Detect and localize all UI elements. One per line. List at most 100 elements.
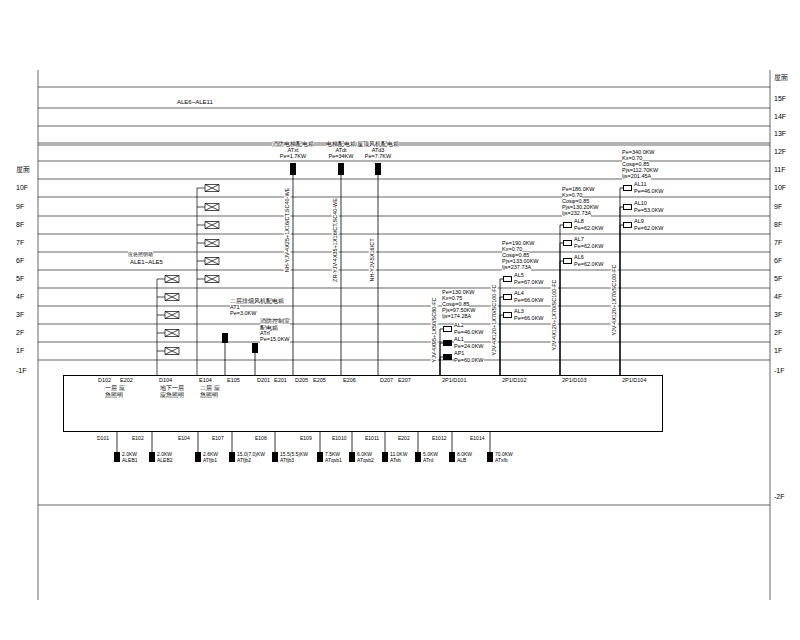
box-label: Pe=53.0KW bbox=[634, 207, 664, 214]
distribution-box: 电梯配电箱ATdtPe=34KW bbox=[338, 163, 344, 175]
box-label: AL11 bbox=[634, 181, 646, 188]
floor-label: 2F bbox=[16, 329, 24, 337]
box-label: AL4 bbox=[514, 290, 524, 297]
distribution-box: 8.0KWALB bbox=[449, 452, 455, 462]
box-label: AL6 bbox=[574, 254, 584, 261]
box-label: ALEB1 bbox=[122, 457, 138, 463]
feeder-line bbox=[117, 432, 118, 452]
feeder-line bbox=[293, 175, 294, 375]
feeder-line bbox=[500, 297, 503, 375]
distribution-box: AL5Pe=67.0KW bbox=[503, 276, 512, 282]
box-label: AL5 bbox=[514, 272, 524, 279]
distribution-box: 2.6KWATfjb1 bbox=[195, 452, 201, 462]
distribution-box: AL8Pe=62.0KW bbox=[563, 222, 572, 228]
feeder-line bbox=[620, 207, 623, 375]
box-label: Pe=7.7KW bbox=[365, 153, 391, 160]
box-label: Pe=62.0KW bbox=[574, 243, 604, 250]
circuit-number: D104 bbox=[159, 377, 172, 384]
floor-label: -2F bbox=[774, 493, 785, 501]
distribution-box: 消防控制室配电箱ATrfPe=15.0KW bbox=[252, 343, 258, 353]
box-label: Pe=34KW bbox=[329, 153, 354, 160]
floor-label: 6F bbox=[774, 257, 782, 265]
frame-line bbox=[38, 70, 770, 600]
distribution-box: AP1Pe=60.0KW bbox=[443, 354, 452, 360]
circuit-number: E107 bbox=[212, 435, 224, 441]
circuit-number: E105 bbox=[227, 377, 240, 384]
box-label: ATfjb3 bbox=[280, 457, 294, 463]
box-note: 应急照明箱 bbox=[128, 251, 153, 257]
load-calc: Ijs=232.73A bbox=[562, 210, 591, 217]
floor-label: 13F bbox=[774, 130, 786, 138]
circuit-number: D102 bbox=[98, 377, 111, 384]
box-label: AL8 bbox=[574, 218, 584, 225]
circuit-number: E108 bbox=[255, 435, 267, 441]
box-label: Pe=62.0KW bbox=[574, 261, 604, 268]
floor-line bbox=[38, 87, 770, 360]
cable-spec: YJV-4X95+1X50/SC80-FC bbox=[431, 298, 438, 363]
floor-label: -1F bbox=[16, 367, 27, 375]
distribution-box: 11.0KWATsb bbox=[382, 452, 388, 462]
box-label: AL1 bbox=[454, 336, 464, 343]
floor-label: 5F bbox=[16, 275, 24, 283]
feeder-line bbox=[440, 329, 443, 375]
lighting-box-symbol bbox=[165, 185, 219, 355]
floor-label: 屋面 bbox=[16, 166, 30, 174]
cable-spec: YJV-4X120+1X70/SC100-FC bbox=[491, 284, 498, 355]
circuit-number: 2P1/D103 bbox=[562, 377, 586, 384]
cable-spec: YJV-4X120+1X70/SC100-FC bbox=[611, 264, 618, 335]
box-label: AL2 bbox=[454, 322, 464, 329]
distribution-box: 消防电梯配电箱ATxtPe=1.7KW bbox=[290, 163, 296, 175]
box-label: AL3 bbox=[514, 308, 524, 315]
circuit-number: E201 bbox=[274, 377, 287, 384]
load-calc: Ijs=201.45A bbox=[622, 173, 651, 180]
cable-spec: ZR-YJV-4X35+1X16/CT,SC40-WE bbox=[332, 198, 339, 282]
box-label: Pe=3.0KW bbox=[230, 310, 256, 317]
circuit-number: E202 bbox=[120, 377, 133, 384]
box-label: Pe=1.7KW bbox=[280, 153, 306, 160]
floor-label: 9F bbox=[16, 203, 24, 211]
box-label: ATxfb bbox=[495, 457, 508, 463]
riser-line bbox=[157, 188, 205, 375]
circuit-number: 地下一层 应急照明 bbox=[160, 385, 188, 398]
feeder-line bbox=[620, 225, 623, 375]
feeder-line bbox=[452, 432, 453, 452]
feeder-line bbox=[232, 432, 233, 452]
distribution-box: 70.0KWATxfb bbox=[487, 452, 493, 462]
circuit-number: 2P1/D102 bbox=[502, 377, 526, 384]
floor-label: 1F bbox=[774, 347, 782, 355]
feeder-line bbox=[152, 432, 153, 452]
box-label: Pe=46.0KW bbox=[454, 329, 484, 336]
distribution-box: AL3Pe=66.0KW bbox=[503, 312, 512, 318]
feeder-line bbox=[490, 432, 491, 452]
floor-label: 7F bbox=[16, 239, 24, 247]
floor-label: 11F bbox=[774, 166, 786, 174]
feeder-line bbox=[352, 432, 353, 452]
box-label: Pe=62.0KW bbox=[574, 225, 604, 232]
distribution-box: AL7Pe=62.0KW bbox=[563, 240, 572, 246]
floor-label: 1F bbox=[16, 347, 24, 355]
distribution-box: AL10Pe=53.0KW bbox=[623, 204, 632, 210]
circuit-number: D207 bbox=[380, 377, 393, 384]
circuit-number: 二层 应急照明 bbox=[200, 385, 224, 398]
circuit-number: 2P1/D101 bbox=[442, 377, 466, 384]
feeder-line bbox=[320, 432, 321, 452]
circuit-number: D205 bbox=[295, 377, 308, 384]
floor-label: 3F bbox=[16, 311, 24, 319]
cable-spec: NH-YJV-5X16/CT bbox=[369, 238, 376, 281]
feeder-line bbox=[255, 353, 256, 375]
box-label: ATqsb2 bbox=[357, 457, 374, 463]
feeder-line bbox=[560, 261, 563, 375]
box-label: Pe=62.0KW bbox=[634, 225, 664, 232]
feeder-line bbox=[620, 188, 623, 375]
floor-label: 14F bbox=[774, 113, 786, 121]
feeder-line bbox=[418, 432, 419, 452]
distribution-box: 5.0KWATrd bbox=[415, 452, 421, 462]
box-label: ALEB2 bbox=[157, 457, 173, 463]
floor-label: 7F bbox=[774, 239, 782, 247]
box-label: AL9 bbox=[634, 218, 644, 225]
feeder-line bbox=[275, 432, 276, 452]
distribution-box: AL2Pe=46.0KW bbox=[443, 326, 452, 332]
group-label: ALE6~ALE11 bbox=[177, 99, 213, 106]
